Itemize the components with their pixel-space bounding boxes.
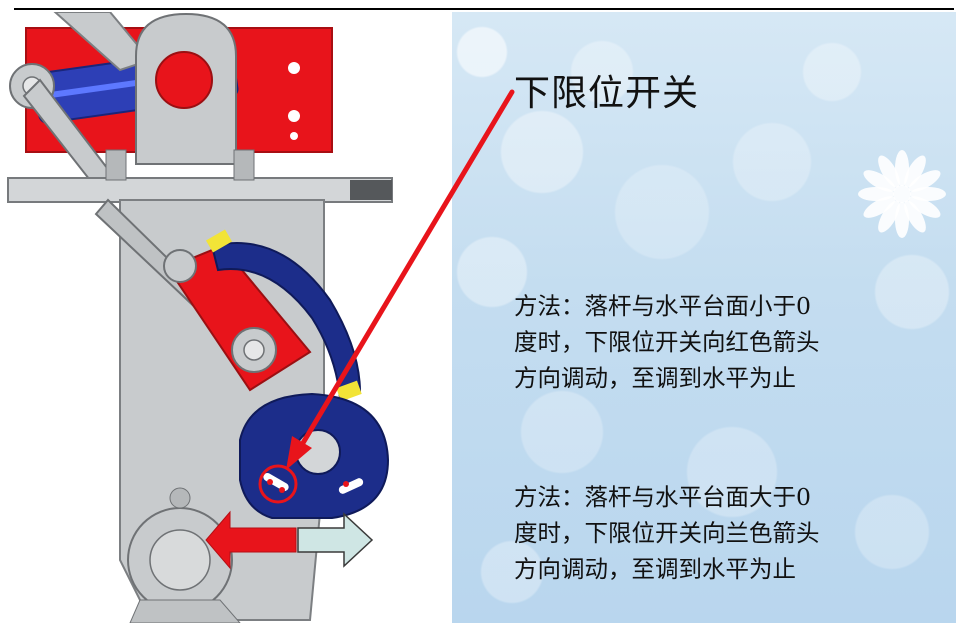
knob-base — [129, 599, 241, 623]
teal-right-arrow-icon — [297, 512, 374, 568]
bracket-hole — [288, 110, 300, 122]
clevis-pin — [155, 51, 213, 109]
knob-bolt — [169, 487, 191, 509]
limit-switch-highlight — [258, 464, 298, 504]
cam-dot — [279, 487, 285, 493]
cam-dot — [343, 481, 349, 487]
bolt — [233, 149, 255, 181]
yellow-marker — [205, 229, 233, 253]
method-2-line: 方向调动，至调到水平为止 — [514, 555, 796, 583]
mount-plate — [7, 177, 393, 203]
method-1-text: 方法：落杆与水平台面小于0 度时，下限位开关向红色箭头 方向调动，至调到水平为止 — [514, 288, 944, 396]
bolt — [105, 149, 127, 181]
cam-hub — [295, 429, 341, 475]
cam-slot — [338, 478, 364, 494]
knob-center — [149, 529, 211, 591]
text-panel: 下限位开关 方法：落杆与水平台面小于0 度时，下限位开关向红色箭头 方向调动，至… — [452, 12, 956, 623]
slide-heading: 下限位开关 — [514, 73, 700, 114]
red-left-arrow-icon — [205, 510, 297, 570]
cam-slot — [263, 473, 289, 491]
flower-icon — [858, 150, 946, 238]
bracket-hole — [288, 62, 300, 74]
method-2-text: 方法：落杆与水平台面大于0 度时，下限位开关向兰色箭头 方向调动，至调到水平为止 — [514, 479, 944, 587]
crank-shaft-hole — [243, 339, 265, 361]
mechanism-drawing — [7, 12, 393, 623]
method-1-line: 度时，下限位开关向红色箭头 — [514, 328, 820, 356]
bracket-hole — [290, 132, 298, 140]
method-2-line: 方法：落杆与水平台面大于0 — [514, 483, 811, 511]
mechanism-illustration — [0, 12, 452, 623]
cam-dot — [267, 479, 273, 485]
method-1-line: 方法：落杆与水平台面小于0 — [514, 292, 811, 320]
method-2-line: 度时，下限位开关向兰色箭头 — [514, 519, 820, 547]
method-1-line: 方向调动，至调到水平为止 — [514, 364, 796, 392]
crank-pivot — [163, 249, 197, 283]
plate-end — [350, 180, 392, 200]
top-rule — [14, 8, 954, 10]
